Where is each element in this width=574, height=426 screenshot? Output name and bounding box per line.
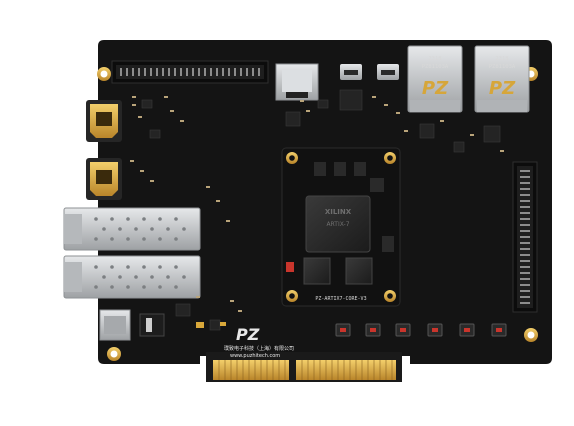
- mounting-holes: [97, 67, 538, 361]
- fpga-family-text: ARTIX-7: [326, 221, 349, 228]
- top-pin-header: [111, 60, 269, 84]
- eth-jack-1-logo: PZ: [422, 78, 449, 99]
- smd-passives: [130, 96, 504, 312]
- pcie-edge-connector: [206, 352, 402, 382]
- ethernet-jack-2: 2318 PZ81103A PZ: [474, 45, 530, 113]
- user-buttons: [286, 262, 507, 337]
- company-website: www.puzhitech.com: [230, 353, 280, 359]
- sfp-cage-2: [63, 255, 201, 299]
- usb-port-2: [377, 64, 399, 80]
- status-leds: [196, 322, 226, 328]
- sd-card-slot: [275, 63, 319, 101]
- eth-jack-1-label: PZ81103A: [422, 64, 449, 70]
- fpga-core-module: XILINX ARTIX-7 PZ-ARTIX7-CORE-V3: [281, 147, 401, 307]
- right-pin-header: [512, 161, 538, 313]
- sfp-cage-1: [63, 207, 201, 251]
- hdmi-port-2: [86, 158, 122, 200]
- brand-logo: PZ: [236, 325, 260, 344]
- usb-port-1: [340, 64, 362, 80]
- hdmi-port-1: [86, 100, 122, 142]
- power-input: [99, 309, 165, 341]
- ethernet-jack-1: 2318 PZ81103A PZ: [407, 45, 463, 113]
- brand-block: PZ 璞致电子科技（上海）有限公司 www.puzhitech.com: [224, 325, 294, 359]
- support-ics: [141, 89, 501, 331]
- core-module-label: PZ-ARTIX7-CORE-V3: [315, 296, 366, 302]
- eth-jack-1-date: 2318: [428, 56, 441, 62]
- eth-jack-2-label: PZ81103A: [489, 64, 516, 70]
- eth-jack-2-date: 2318: [495, 56, 508, 62]
- fpga-brand-text: XILINX: [325, 208, 352, 216]
- eth-jack-2-logo: PZ: [489, 78, 516, 99]
- company-name: 璞致电子科技（上海）有限公司: [224, 345, 294, 352]
